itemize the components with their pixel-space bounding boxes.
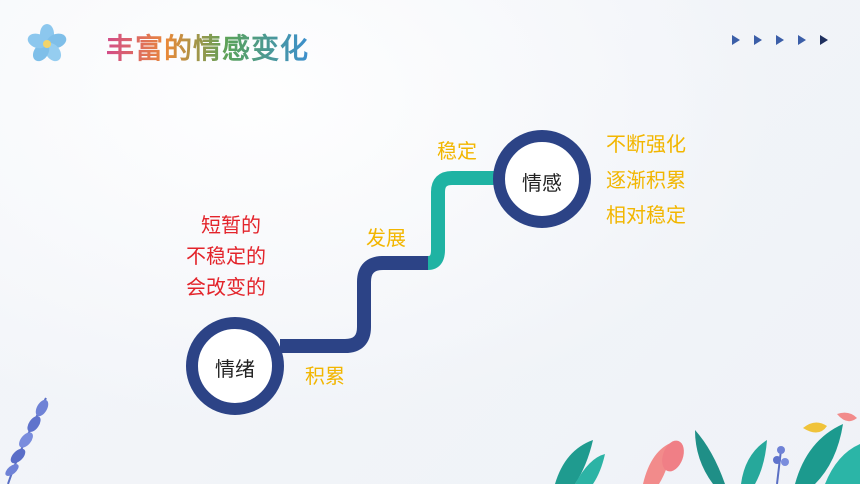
node-label-end: 情感 bbox=[522, 171, 562, 195]
feeling-trait: 逐渐积累 bbox=[606, 168, 686, 192]
path-dark-segment bbox=[280, 256, 428, 353]
emotion-trait: 短暂的 bbox=[201, 213, 261, 237]
page-title: 丰富的情感变化 bbox=[106, 27, 309, 67]
feeling-trait: 不断强化 bbox=[606, 132, 686, 156]
floral-decoration-left bbox=[5, 397, 49, 484]
node-label-start: 情绪 bbox=[215, 357, 255, 381]
step-label-develop: 发展 bbox=[366, 226, 406, 250]
node-circle-end bbox=[493, 130, 591, 228]
path-teal-segment bbox=[427, 171, 500, 270]
step-label-accumulate: 积累 bbox=[305, 364, 345, 388]
flower-icon bbox=[27, 24, 67, 62]
node-circle-start bbox=[186, 317, 284, 415]
emotion-trait: 会改变的 bbox=[186, 275, 266, 299]
step-label-stable: 稳定 bbox=[437, 139, 477, 163]
foliage-decoration-right bbox=[555, 412, 860, 484]
emotion-trait: 不稳定的 bbox=[186, 244, 266, 268]
feeling-trait: 相对稳定 bbox=[606, 203, 686, 227]
arrows-decoration bbox=[732, 35, 828, 45]
